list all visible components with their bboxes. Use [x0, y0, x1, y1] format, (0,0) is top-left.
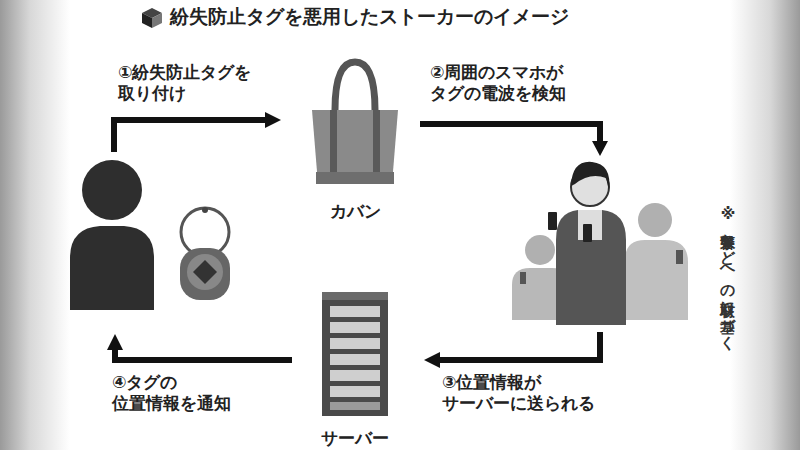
node-bag: カバン	[300, 48, 410, 223]
diagram-title: 紛失防止タグを悪用したストーカーのイメージ	[170, 4, 690, 30]
node-label: サーバー	[300, 427, 410, 450]
step-label: ③位置情報が サーバーに送られる	[442, 372, 617, 414]
node-server: サーバー	[300, 288, 410, 450]
tracker-tag	[180, 207, 230, 300]
bag-illustration	[300, 48, 410, 201]
node-label: カバン	[300, 200, 410, 223]
source-note: ※県警などへの取材に基づく	[718, 205, 737, 342]
step-label: ①紛失防止タグを 取り付け	[118, 62, 268, 104]
title-icon	[142, 8, 162, 28]
stalker-silhouette	[70, 160, 154, 310]
people-with-phones	[512, 162, 688, 325]
server-illustration	[300, 288, 410, 428]
step-label: ④タグの 位置情報を通知	[112, 372, 252, 414]
step-label: ②周囲のスマホが タグの電波を検知	[430, 62, 595, 104]
